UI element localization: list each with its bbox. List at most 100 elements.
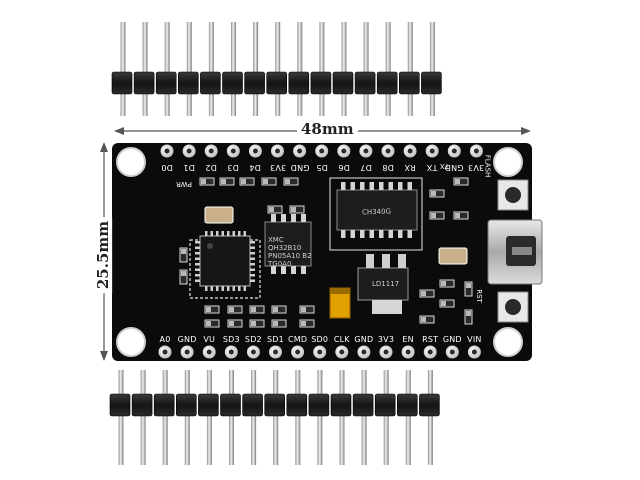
smd-part xyxy=(439,299,455,308)
smd-part xyxy=(179,247,188,263)
header-pin xyxy=(162,370,168,465)
header-pin xyxy=(208,22,214,116)
header-pin xyxy=(140,370,146,465)
header-plastic-block xyxy=(153,393,175,417)
bottom-pin-label: EN xyxy=(402,335,414,344)
header-pin xyxy=(251,370,257,465)
top-pin-header xyxy=(111,22,442,116)
header-plastic-block xyxy=(111,71,133,95)
bottom-pad-row xyxy=(158,345,481,359)
header-pin xyxy=(361,370,367,465)
smd-part xyxy=(289,205,305,214)
smd-part xyxy=(271,319,287,328)
header-pin xyxy=(231,22,236,116)
header-plastic-block xyxy=(288,71,310,95)
smd-part xyxy=(299,305,315,314)
header-plastic-block xyxy=(421,71,442,95)
header-plastic-block xyxy=(264,393,286,417)
header-plastic-block xyxy=(242,393,263,417)
header-pin xyxy=(229,370,234,465)
smd-part xyxy=(283,177,299,186)
smd-part xyxy=(227,305,243,314)
header-pin xyxy=(275,22,281,116)
smd-part xyxy=(453,211,469,220)
smd-part xyxy=(239,177,255,186)
header-pin xyxy=(407,22,413,116)
top-pin-label: D8 xyxy=(382,163,394,172)
header-pin xyxy=(186,22,192,116)
bottom-pin-label: VU xyxy=(203,335,216,344)
top-pin-label: D5 xyxy=(315,163,328,172)
top-pin-label: D0 xyxy=(161,163,173,172)
header-plastic-block xyxy=(176,393,197,417)
header-pin xyxy=(120,22,126,116)
bottom-pin-label: 3V3 xyxy=(377,335,395,344)
header-pin xyxy=(429,22,435,116)
bottom-pin-header xyxy=(109,370,440,465)
header-pin xyxy=(339,370,345,465)
bottom-pin-label: SD2 xyxy=(244,335,262,344)
top-pin-label: D6 xyxy=(337,163,350,172)
header-pin xyxy=(427,370,433,465)
smd-part xyxy=(299,319,315,328)
header-pin xyxy=(273,370,279,465)
bottom-pin-label: GND xyxy=(177,335,197,344)
smd-part xyxy=(439,279,455,288)
voltage-regulator xyxy=(357,254,409,314)
header-pin xyxy=(341,22,347,116)
top-pin-label: D7 xyxy=(360,163,372,172)
header-pin xyxy=(206,370,212,465)
esp-mcu-chip xyxy=(195,231,255,291)
bottom-pin-label: GND xyxy=(442,335,462,344)
header-pin xyxy=(385,22,391,116)
smd-part xyxy=(464,309,473,325)
bottom-pin-label: A0 xyxy=(159,335,171,344)
smd-part xyxy=(204,305,220,314)
smd-part xyxy=(249,319,265,328)
header-plastic-block xyxy=(308,393,330,417)
header-pin xyxy=(184,370,190,465)
header-pin xyxy=(319,22,325,116)
header-plastic-block xyxy=(155,71,177,95)
header-plastic-block xyxy=(198,393,219,417)
flash-button-label: FLASH xyxy=(483,154,492,178)
smd-part xyxy=(227,319,243,328)
flash-button xyxy=(497,179,529,211)
top-pad-row xyxy=(160,144,483,158)
header-pin xyxy=(164,22,170,116)
bottom-pin-label: CLK xyxy=(333,335,350,344)
mounting-hole xyxy=(493,327,523,357)
smd-part xyxy=(261,177,277,186)
header-plastic-block xyxy=(352,393,374,417)
bottom-pin-label: GND xyxy=(354,335,374,344)
smd-part xyxy=(204,319,220,328)
tx-led-label: TX xyxy=(440,162,450,170)
header-plastic-block xyxy=(286,393,308,417)
header-pin xyxy=(142,22,148,116)
smd-part xyxy=(267,205,283,214)
bottom-pin-label: CMD xyxy=(287,335,308,344)
bottom-pin-label: VIN xyxy=(467,335,482,344)
smd-part xyxy=(179,269,188,285)
flash-memory-chip xyxy=(264,214,312,274)
header-plastic-block xyxy=(222,71,243,95)
smd-part xyxy=(419,289,435,298)
top-pin-label: RX xyxy=(404,163,416,172)
header-plastic-block xyxy=(310,71,332,95)
header-pin xyxy=(295,370,301,465)
header-pin xyxy=(405,370,411,465)
mounting-hole xyxy=(116,147,146,177)
header-plastic-block xyxy=(109,393,131,417)
header-pin xyxy=(253,22,259,116)
header-plastic-block xyxy=(376,71,398,95)
smd-part xyxy=(429,189,445,198)
rst-button-label: RST xyxy=(474,289,483,303)
smd-part xyxy=(419,315,435,324)
top-pin-label: GND xyxy=(290,163,310,172)
header-pin xyxy=(363,22,369,116)
smd-part xyxy=(199,177,215,186)
top-pin-label: D4 xyxy=(249,163,262,172)
reset-button xyxy=(497,291,529,323)
smd-part xyxy=(453,177,469,186)
